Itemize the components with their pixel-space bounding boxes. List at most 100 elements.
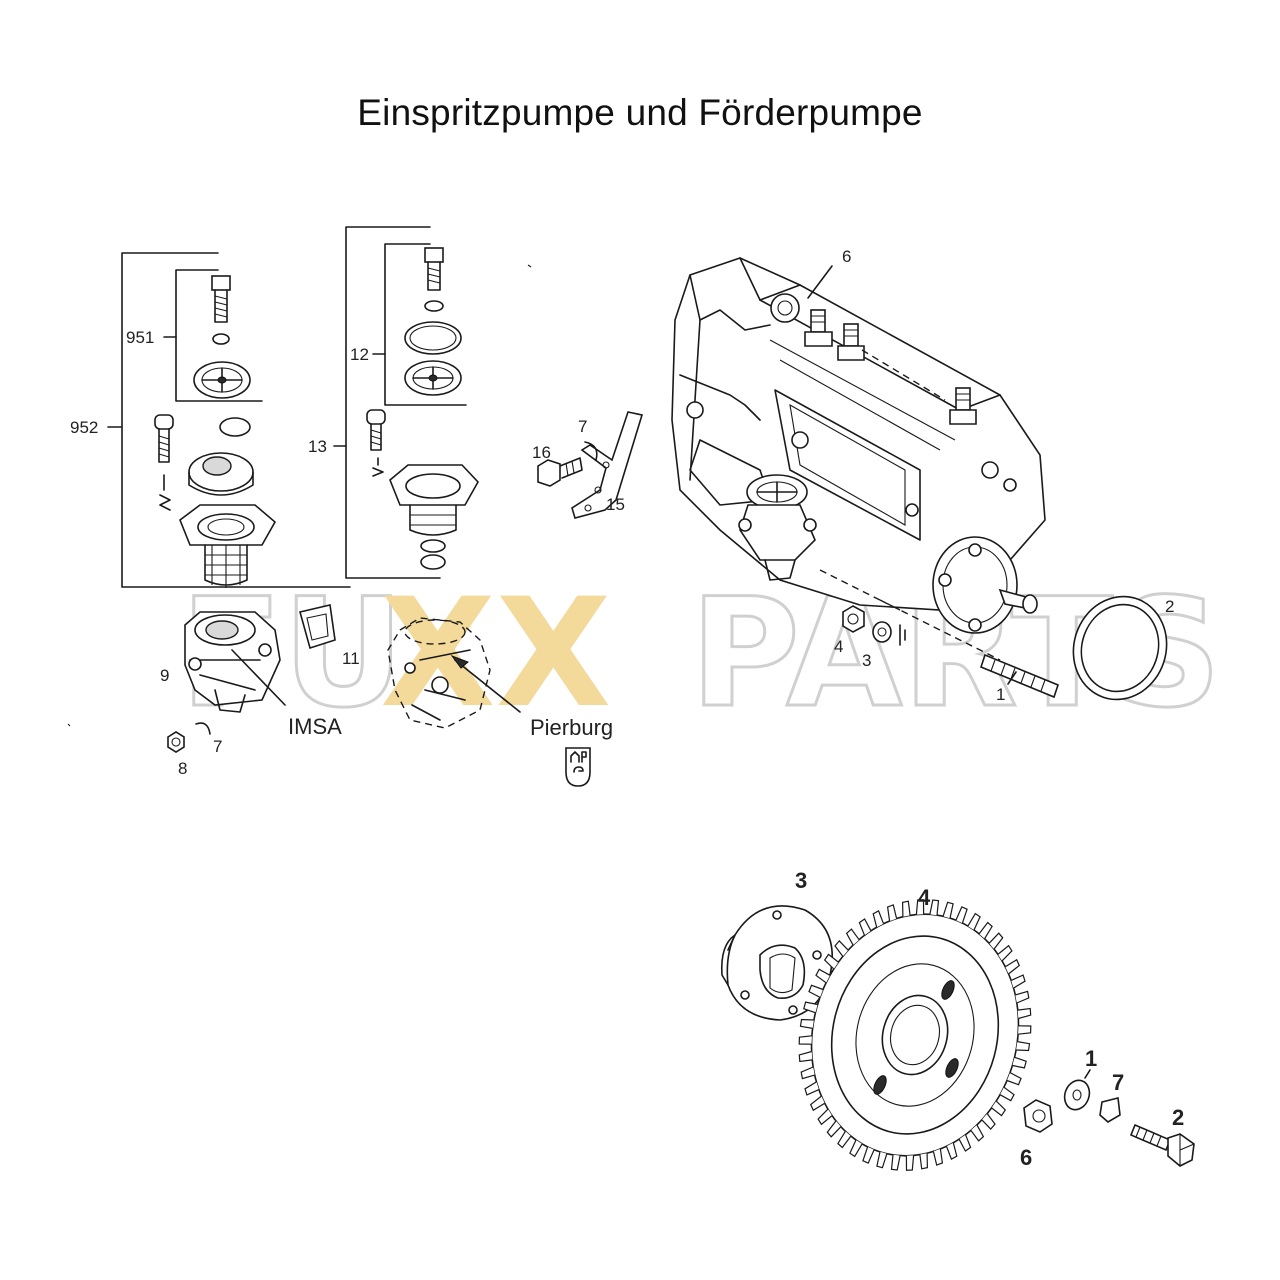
gear-label-7: 7 [1112, 1070, 1124, 1095]
gear-tooth [919, 1153, 929, 1170]
nut-icon [167, 731, 185, 753]
o-ring-icon [1072, 595, 1168, 701]
group-13: 13 12 [308, 226, 479, 579]
gear-tooth [800, 1066, 815, 1080]
pierburg-logo-icon [565, 747, 591, 787]
label-4: 4 [834, 637, 843, 656]
gear-tooth [955, 906, 968, 924]
gear-tooth [872, 910, 885, 928]
nut-icon [1023, 1099, 1053, 1133]
label-952: 952 [70, 418, 98, 437]
gear-tooth [997, 944, 1013, 962]
label-16: 16 [532, 443, 551, 462]
screw-icon [366, 409, 386, 477]
gear-tooth [799, 1018, 814, 1029]
gear-tooth [803, 1001, 818, 1014]
washer-icon [872, 621, 892, 643]
filter-body-icon [179, 504, 277, 588]
gear-tooth [967, 912, 981, 931]
gear-tooth [999, 1086, 1015, 1102]
delivery-valve-icon [804, 309, 977, 425]
hub-flange-icon [720, 905, 834, 1021]
gear-tooth [932, 1148, 944, 1166]
label-951: 951 [126, 328, 154, 347]
label-11: 11 [342, 649, 360, 668]
washer-icon [212, 333, 230, 345]
gear-tooth [1012, 1056, 1027, 1069]
gear-label-6: 6 [1020, 1145, 1032, 1170]
gear-tooth [970, 1124, 985, 1142]
gear-tooth [945, 1142, 958, 1160]
gear-tooth [1006, 1072, 1022, 1086]
gear-tooth [901, 900, 911, 917]
gear-tooth [826, 1120, 842, 1138]
imsa-pump: 9 IMSA 11 8 7 [160, 604, 360, 778]
label-6: 6 [842, 247, 851, 266]
gear-tooth [849, 1139, 863, 1158]
bolt-icon [424, 247, 444, 291]
cap-icon [188, 452, 254, 496]
clip-icon [195, 722, 211, 735]
bracket-assembly: 15 16 7 [532, 411, 644, 519]
gear-tooth [1018, 1025, 1032, 1035]
gear-tooth [958, 1134, 972, 1152]
cover-icon [193, 361, 251, 399]
bolt-icon [1129, 1123, 1195, 1167]
gear-tooth [823, 953, 839, 970]
nut-icon [842, 605, 865, 633]
gear-label-1: 1 [1085, 1046, 1097, 1071]
label-7b: 7 [578, 417, 587, 436]
feed-pump-icon [738, 474, 817, 581]
gear-tooth [798, 1035, 812, 1045]
stud-icon [980, 653, 1059, 699]
label-9: 9 [160, 666, 169, 685]
cover-icon [404, 360, 462, 396]
gear-tooth [808, 984, 824, 998]
seal-ring-icon [420, 554, 446, 570]
gear-tooth [1017, 1007, 1032, 1020]
label-15: 15 [606, 495, 625, 514]
gear-tooth [915, 899, 925, 915]
lock-plate-icon [1099, 1097, 1121, 1123]
gear-tooth [815, 968, 831, 984]
gear-tooth [1010, 974, 1026, 989]
filter-body-icon [389, 464, 479, 553]
watermark-mid: XX [380, 567, 611, 741]
drive-flange-icon [932, 536, 1038, 634]
label-8: 8 [178, 759, 187, 778]
label-7a: 7 [213, 737, 222, 756]
gear-tooth [981, 1113, 996, 1130]
label-1: 1 [996, 685, 1005, 704]
gear-tooth [988, 932, 1004, 950]
clip-icon [584, 441, 598, 461]
bolt-icon [537, 457, 583, 487]
gear-label-3: 3 [795, 868, 807, 893]
label-2: 2 [1165, 597, 1174, 616]
gear-label-4: 4 [918, 885, 931, 910]
group-952: 952 951 [70, 252, 351, 588]
label-13: 13 [308, 437, 327, 456]
gear-tooth [837, 1130, 852, 1149]
gear-tooth [929, 899, 940, 916]
seal-ring-icon [219, 417, 251, 437]
gear-tooth [886, 904, 898, 922]
gear-tooth [858, 918, 872, 936]
gear-tooth [1004, 958, 1021, 975]
gear-tooth [890, 1154, 901, 1171]
label-3: 3 [862, 651, 871, 670]
label-12: 12 [350, 345, 369, 364]
gear-tooth [1016, 1041, 1031, 1052]
bolt-icon [211, 275, 231, 323]
page-title: Einspritzpumpe und Förderpumpe [357, 92, 923, 133]
label-pierburg: Pierburg [530, 715, 613, 740]
gear-assembly: 3 4 6 1 7 [720, 868, 1195, 1171]
washer-icon [1063, 1079, 1091, 1111]
gear-tooth [817, 1108, 833, 1126]
gear-tooth [991, 1100, 1007, 1117]
gear-label-2: 2 [1172, 1105, 1184, 1130]
gear-tooth [905, 1155, 915, 1171]
washer-icon [424, 300, 444, 312]
gear-tooth [798, 1050, 813, 1063]
screw-icon [154, 414, 174, 511]
